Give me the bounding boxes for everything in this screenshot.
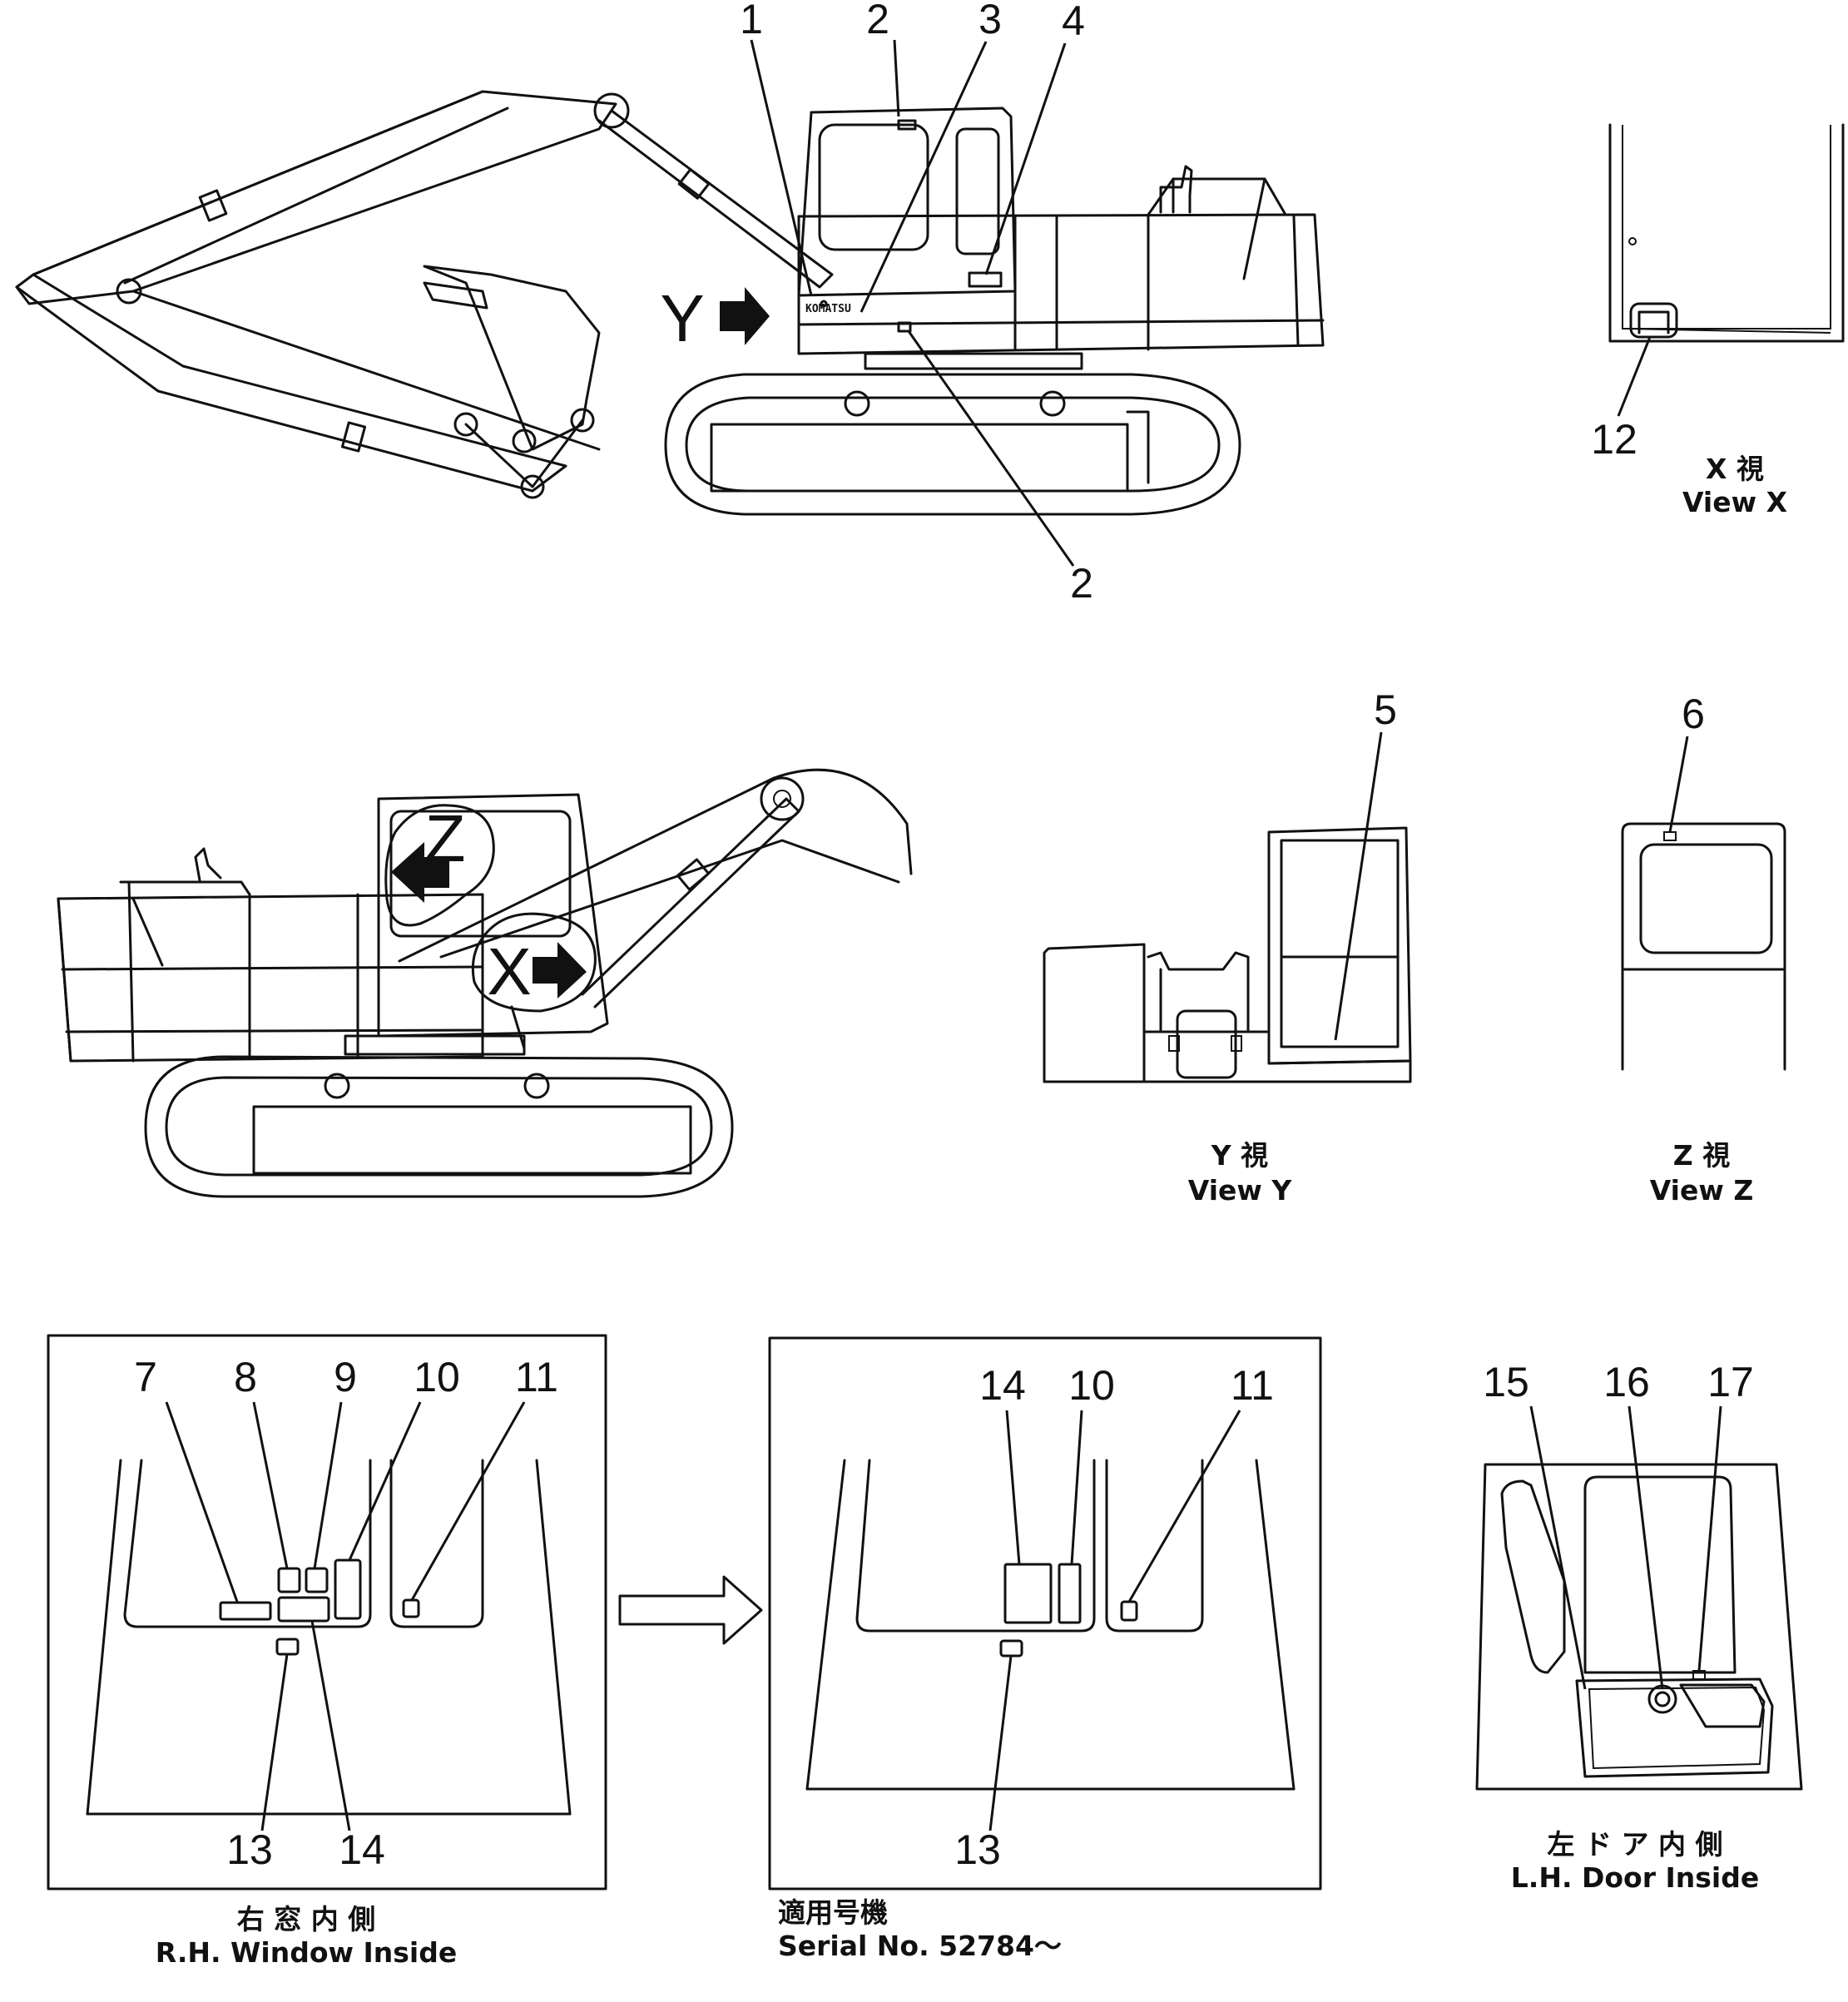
callout-13: 13 (226, 1826, 273, 1873)
callout-12: 12 (1591, 416, 1637, 463)
callout-3: 3 (978, 0, 1002, 42)
view-x: 12 X 視 View X (1591, 123, 1845, 518)
callout-2-lower: 2 (1070, 560, 1093, 607)
serial-caption-en: Serial No. 52784～ (778, 1930, 1062, 1962)
callout-6: 6 (1682, 691, 1705, 737)
view-x-marker: X (487, 934, 531, 1008)
callout-9: 9 (334, 1354, 357, 1400)
callout-4: 4 (1062, 0, 1085, 44)
view-y: 5 Y 視 View Y (1043, 686, 1412, 1207)
callout-1: 1 (740, 0, 763, 42)
callout-7: 7 (134, 1354, 157, 1400)
callout-10-serial: 10 (1068, 1362, 1115, 1409)
excavator-side-view-top: KOMATSU (15, 90, 1325, 516)
view-y-indicator: Y (660, 281, 770, 355)
rh-window-caption-jp: 右 窓 内 側 (237, 1903, 375, 1935)
callout-11: 11 (515, 1354, 558, 1400)
lh-door-caption-en: L.H. Door Inside (1511, 1861, 1759, 1894)
lh-door-caption-jp: 左 ド ア 内 側 (1548, 1828, 1723, 1861)
arrow-left-icon (391, 842, 449, 903)
arrow-right-icon (533, 942, 587, 999)
komatsu-logo: KOMATSU (805, 303, 851, 315)
callout-14: 14 (339, 1826, 385, 1873)
callouts-top: 1 2 3 4 2 (740, 0, 1093, 607)
rh-window-caption-en: R.H. Window Inside (156, 1936, 457, 1969)
arrow-right-icon (720, 287, 770, 345)
excavator-side-view-middle: Z X (57, 768, 913, 1198)
view-y-caption-jp: Y 視 (1211, 1139, 1268, 1172)
callout-10: 10 (414, 1354, 460, 1400)
serial-panel: 14 10 11 13 適用号機 Serial No. 52784～ (768, 1336, 1322, 1962)
serial-caption-jp: 適用号機 (778, 1896, 888, 1929)
callout-13-serial: 13 (954, 1826, 1001, 1873)
callout-14-serial: 14 (979, 1362, 1026, 1409)
arrow-right-outline-icon (618, 1575, 763, 1645)
rh-window-inside-panel: 7 8 9 10 11 13 14 右 窓 内 側 R.H. Window In… (47, 1334, 607, 1969)
callout-11-serial: 11 (1231, 1362, 1274, 1409)
callout-15: 15 (1483, 1359, 1529, 1405)
view-z-caption-en: View Z (1650, 1174, 1754, 1207)
view-z: 6 Z 視 View Z (1621, 691, 1786, 1207)
callout-5: 5 (1374, 686, 1397, 733)
callout-8: 8 (234, 1354, 257, 1400)
lh-door-inside-panel: 15 16 17 左 ド ア 内 側 L.H. Door Inside (1475, 1359, 1803, 1894)
view-x-caption-jp: X 視 (1706, 453, 1764, 485)
view-y-marker: Y (660, 281, 704, 355)
view-z-caption-jp: Z 視 (1673, 1139, 1730, 1172)
callout-2-upper: 2 (866, 0, 889, 42)
callout-16: 16 (1603, 1359, 1650, 1405)
callout-17: 17 (1707, 1359, 1754, 1405)
view-y-caption-en: View Y (1188, 1174, 1293, 1207)
view-x-caption-en: View X (1682, 486, 1787, 518)
